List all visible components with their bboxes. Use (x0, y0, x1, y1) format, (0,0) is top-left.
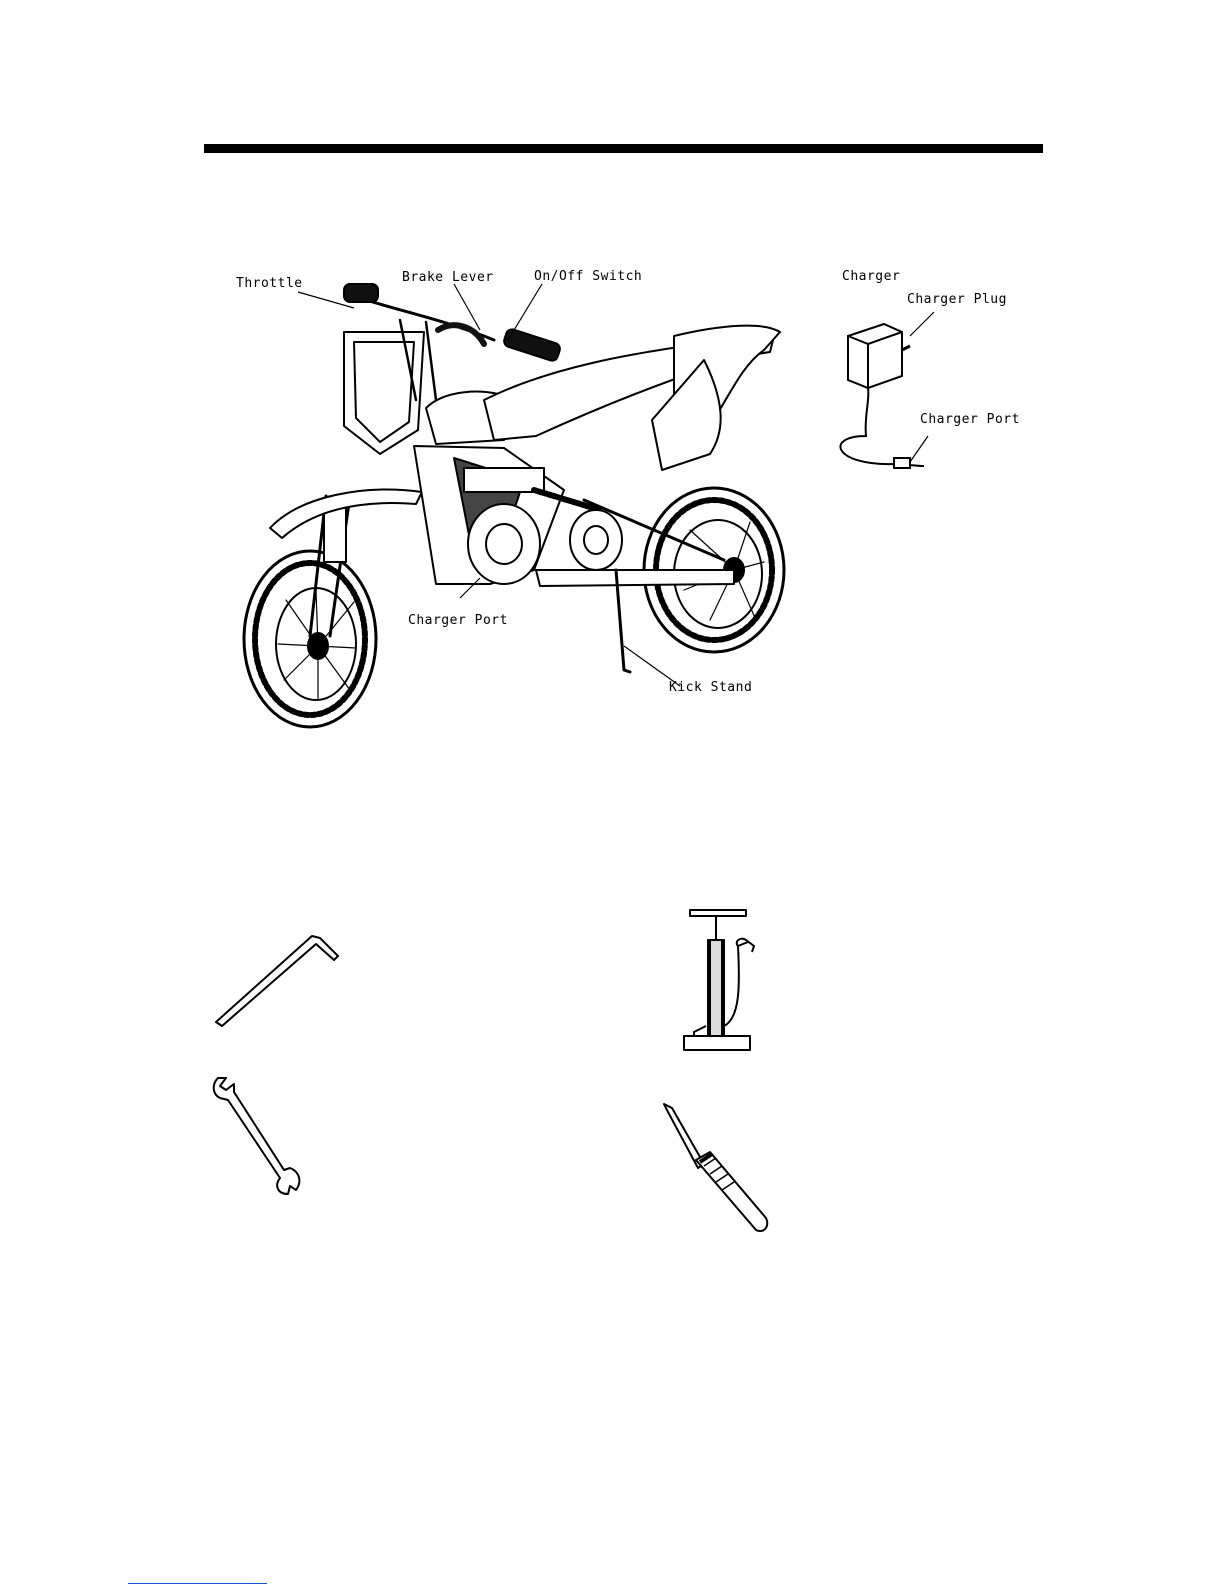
floor-pump-icon (680, 906, 766, 1060)
switch-leader (508, 284, 542, 340)
screwdriver-icon (660, 1100, 776, 1240)
kick-stand-label: Kick Stand (669, 680, 752, 695)
open-end-wrench-icon (208, 1074, 308, 1202)
charger-port-label-cable: Charger Port (920, 412, 1020, 427)
header-rule (204, 144, 1043, 153)
brake-lever-label: Brake Lever (402, 270, 494, 285)
parts-diagram: Throttle Brake Lever On/Off Switch Charg… (204, 240, 1042, 740)
throttle-label: Throttle (236, 276, 303, 291)
charger-icon (840, 312, 934, 468)
on-off-switch-label: On/Off Switch (534, 269, 642, 284)
front-wheel-icon (244, 551, 376, 727)
charger-label: Charger (842, 269, 900, 284)
dirt-bike-illustration (204, 240, 1042, 740)
charger-port-label-bike: Charger Port (408, 613, 508, 628)
hex-key-icon (210, 930, 346, 1034)
charger-plug-label: Charger Plug (907, 292, 1007, 307)
